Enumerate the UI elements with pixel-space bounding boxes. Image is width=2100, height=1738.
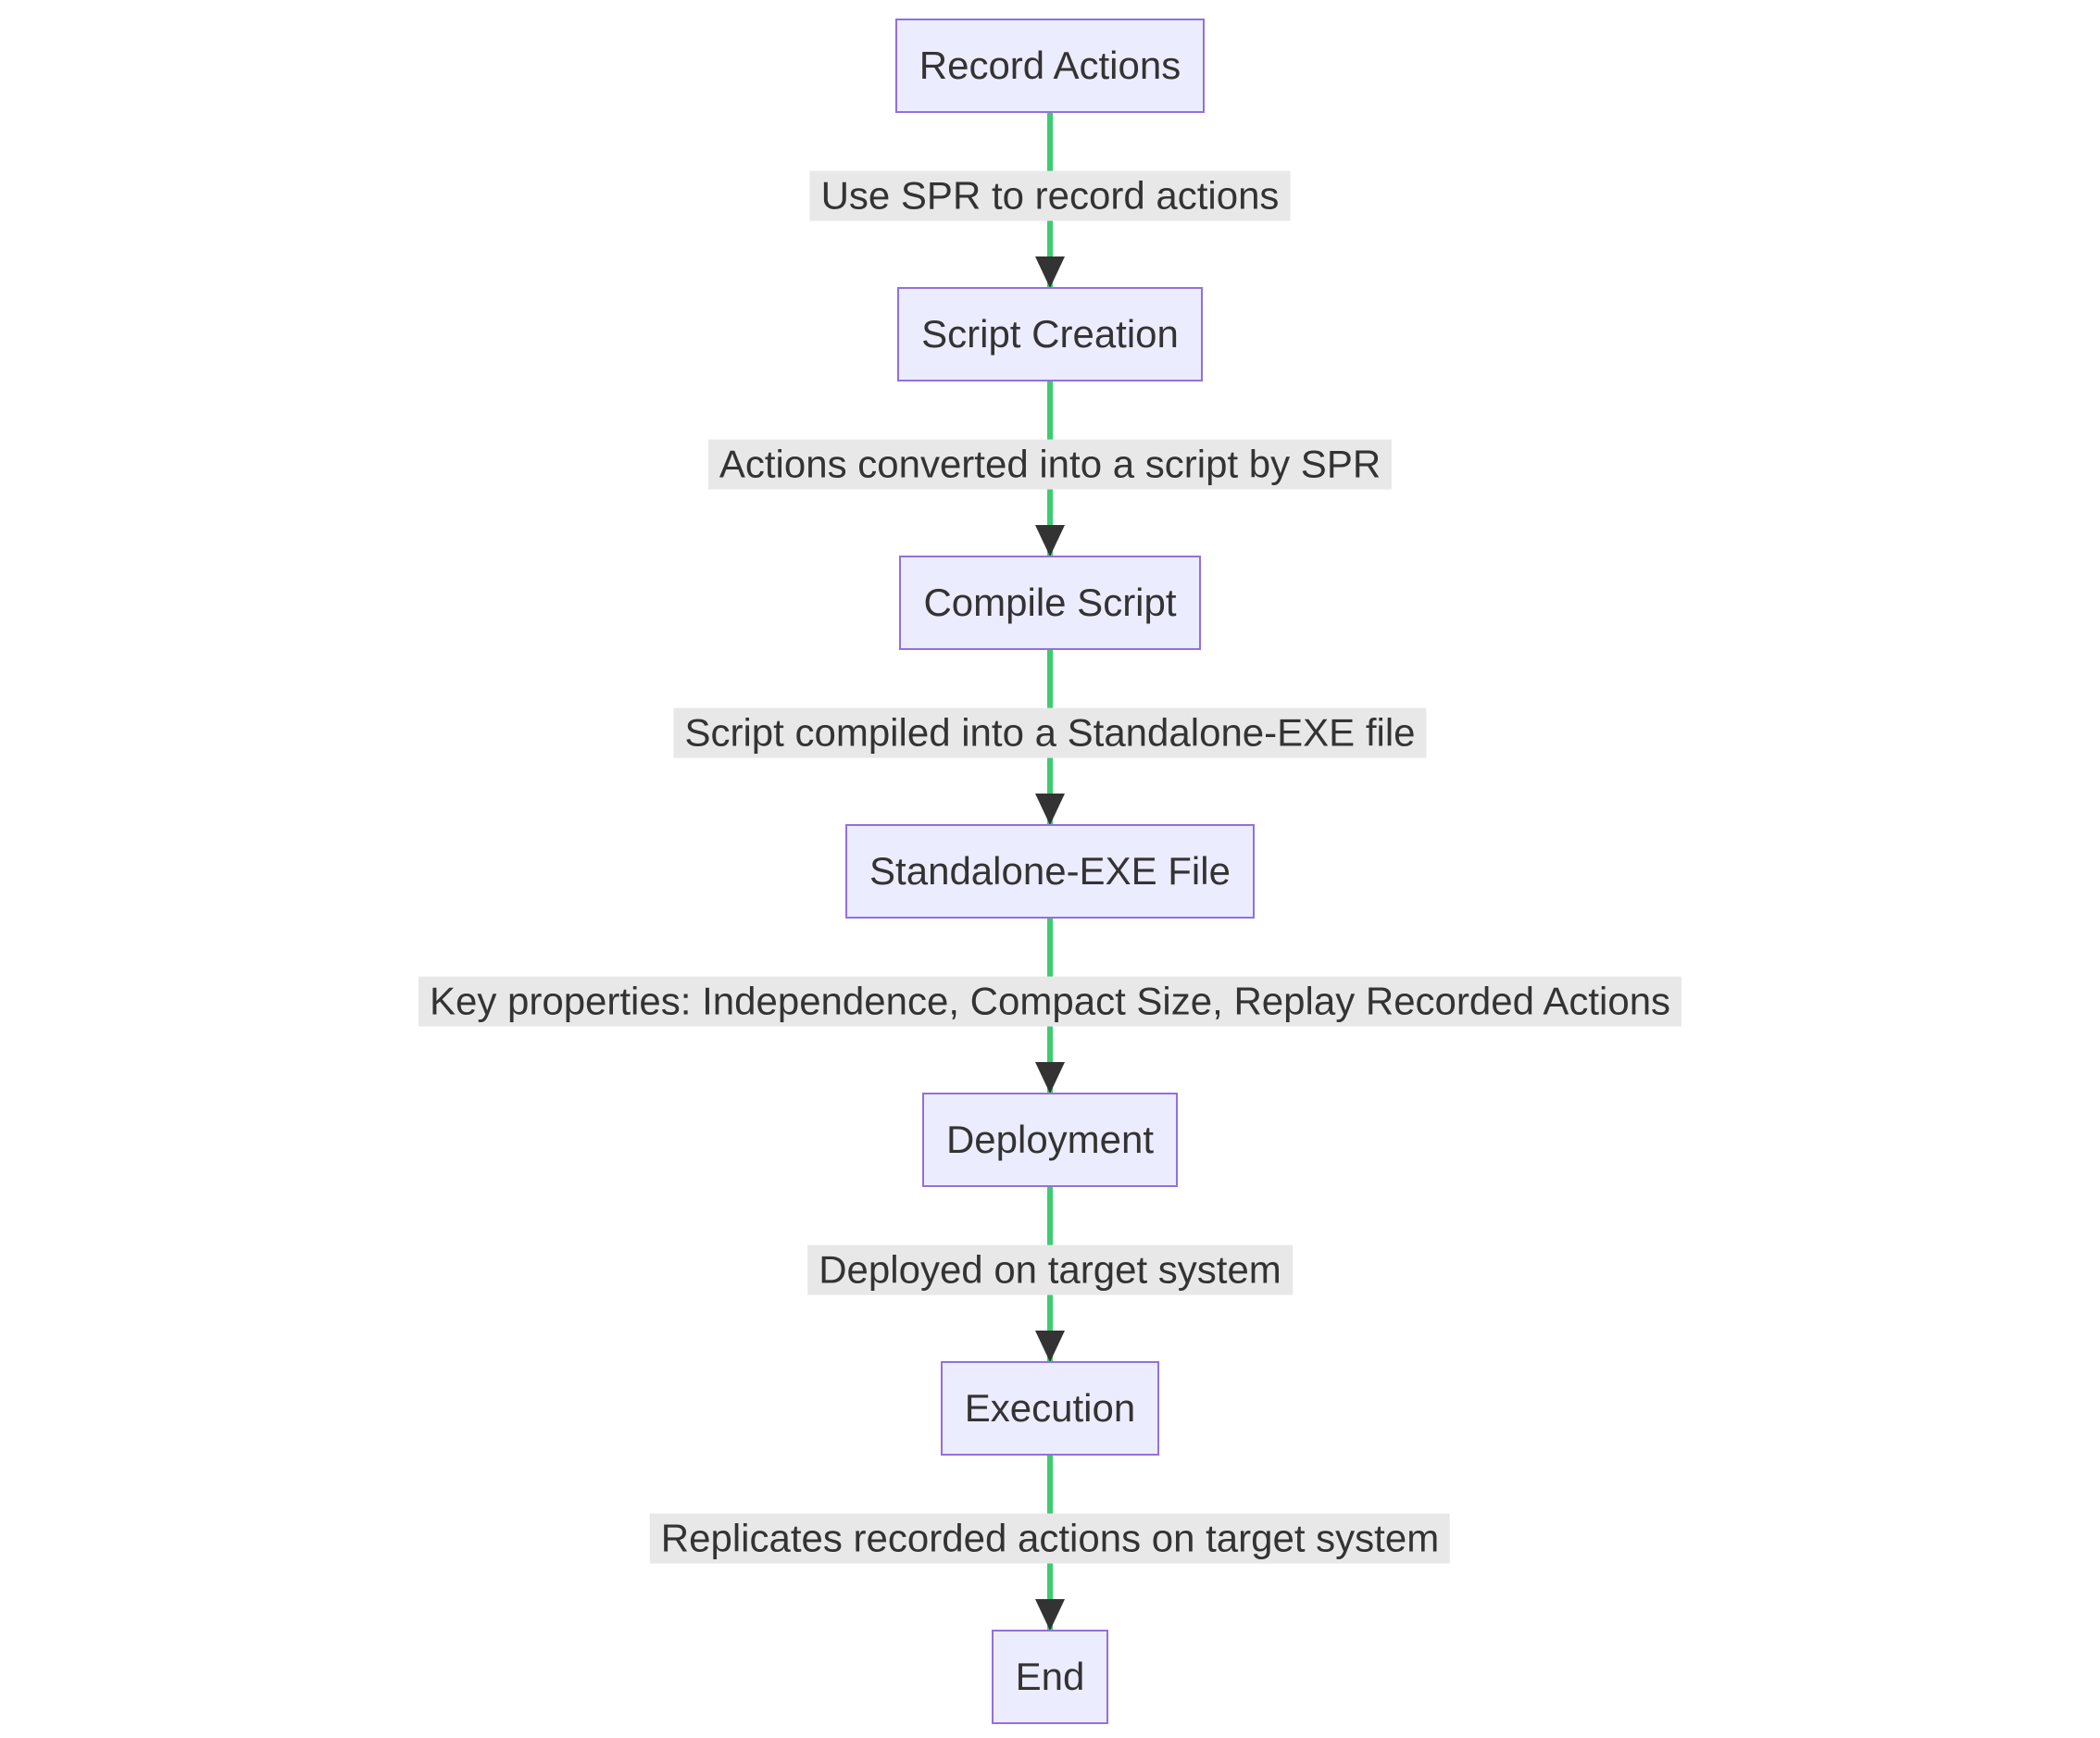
edge-label: Script compiled into a Standalone-EXE fi… [673,707,1427,758]
edge-label: Key properties: Independence, Compact Si… [418,976,1682,1027]
edge-execution-to-end: Replicates recorded actions on target sy… [0,1456,2100,1631]
node-script-creation: Script Creation [897,287,1203,381]
arrow-down-icon [1035,1062,1065,1094]
node-execution: Execution [940,1361,1160,1456]
node-label: Script Creation [921,312,1179,356]
node-label: Record Actions [919,44,1181,87]
edge-script-to-compile: Actions converted into a script by SPR [0,381,2100,556]
edge-record-to-script: Use SPR to record actions [0,113,2100,288]
node-label: Standalone-EXE File [869,849,1231,893]
node-label: Deployment [945,1118,1155,1161]
node-record-actions: Record Actions [894,19,1206,113]
edge-label: Use SPR to record actions [809,170,1291,221]
node-label: End [1015,1655,1085,1698]
node-deployment: Deployment [921,1093,1179,1187]
edge-label: Actions converted into a script by SPR [707,439,1393,490]
edge-label: Replicates recorded actions on target sy… [649,1513,1451,1564]
edge-deployment-to-execution: Deployed on target system [0,1187,2100,1362]
edge-label: Deployed on target system [807,1244,1293,1295]
edge-standalone-to-deployment: Key properties: Independence, Compact Si… [0,919,2100,1094]
arrow-down-icon [1035,794,1065,825]
arrow-down-icon [1035,1599,1065,1631]
node-standalone-exe-file: Standalone-EXE File [845,824,1255,919]
edge-compile-to-standalone: Script compiled into a Standalone-EXE fi… [0,650,2100,825]
arrow-down-icon [1035,256,1065,288]
node-label: Compile Script [923,581,1177,624]
arrow-down-icon [1035,525,1065,556]
arrow-down-icon [1035,1331,1065,1362]
node-compile-script: Compile Script [899,556,1201,650]
node-end: End [991,1630,1109,1724]
node-label: Execution [964,1386,1136,1430]
